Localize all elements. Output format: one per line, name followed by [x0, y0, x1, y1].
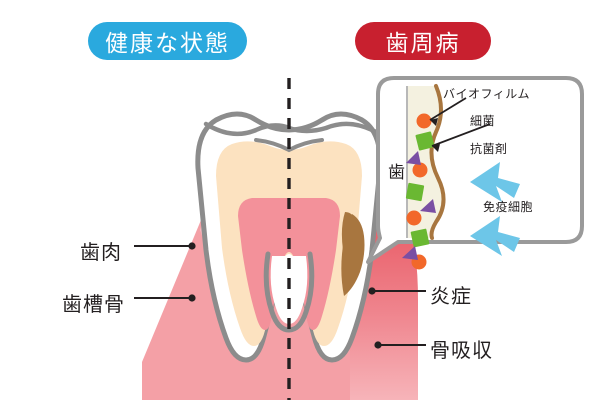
immune-arrow: [470, 216, 520, 256]
biofilm-boundary: [429, 84, 446, 240]
label-inflammation: 炎症: [430, 286, 472, 308]
leader-dots: [188, 242, 382, 349]
leader-dot-gum: [188, 242, 196, 250]
callout-label-bacteria: 細菌: [470, 114, 496, 128]
leader-dot-inflammation: [368, 287, 376, 295]
badge-healthy-state[interactable]: 健康な状態: [88, 22, 247, 60]
leader-biofilm: [429, 97, 467, 121]
occlusal-fissure-sub: [254, 138, 324, 153]
callout-label-immune: 免疫細胞: [483, 200, 534, 214]
leader-bacteria-arrowhead: [432, 144, 440, 152]
tooth-group: [195, 111, 383, 363]
outer-leader-lines: [134, 245, 426, 346]
leader-bacteria: [431, 123, 491, 147]
root-canal-inner: [270, 256, 308, 324]
callout-leader-lines: [429, 97, 491, 147]
blue-arrows: [470, 162, 520, 256]
label-gum: 歯肉: [80, 242, 122, 264]
tartar-deposit-upper: [341, 212, 356, 256]
bacteria-triangle: [406, 151, 421, 165]
label-alveolar-bone: 歯槽骨: [62, 294, 125, 316]
tooth-pulp: [238, 198, 340, 330]
bacteria-square: [405, 182, 425, 202]
leader-dot-resorption: [374, 341, 382, 349]
root-canal-outline: [263, 251, 315, 333]
bacteria-circle: [406, 210, 422, 226]
callout-label-biofilm: バイオフィルム: [443, 87, 531, 101]
callout-box: [366, 76, 584, 270]
callout-label-agent: 抗菌剤: [470, 142, 508, 156]
callout-label-tooth: 歯: [388, 163, 406, 182]
bacteria-circle: [412, 162, 428, 178]
bacteria-particles: [402, 113, 436, 270]
badge-disease-label: 歯周病: [385, 30, 461, 56]
bacteria-square: [415, 131, 435, 151]
bacteria-circle: [416, 113, 432, 129]
antibacterial-arrow: [470, 162, 520, 202]
leader-biofilm-arrowhead: [430, 118, 438, 126]
bacteria-square: [410, 228, 430, 248]
badge-healthy-label: 健康な状態: [105, 30, 230, 56]
label-bone-resorption: 骨吸収: [430, 340, 493, 362]
bacteria-triangle: [402, 246, 418, 260]
leader-dot-bone: [188, 294, 196, 302]
badge-periodontal-disease[interactable]: 歯周病: [355, 22, 491, 60]
bacteria-triangle: [420, 199, 436, 213]
